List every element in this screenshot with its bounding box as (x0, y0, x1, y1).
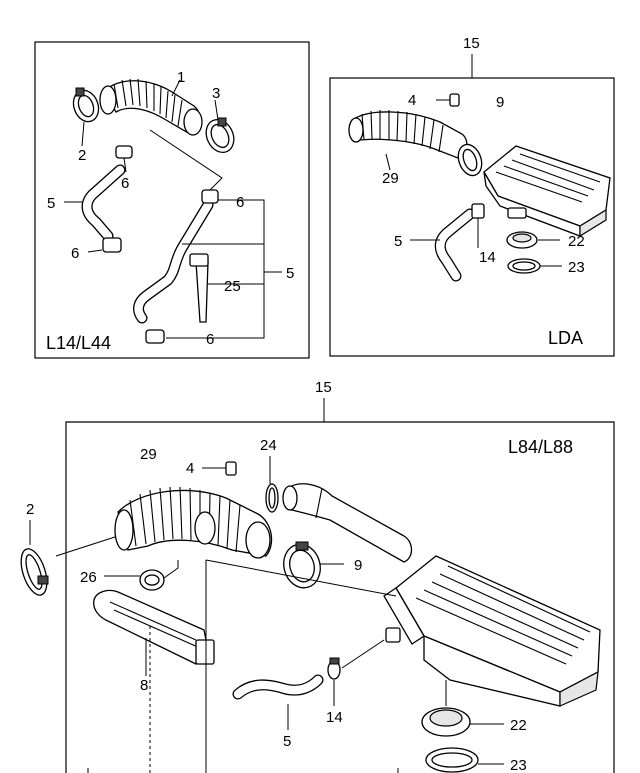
check-valve-part-14-lda (471, 203, 485, 219)
air-cleaner-housing-lda (483, 145, 611, 238)
small-hose-part-5-bottom (232, 674, 324, 700)
hose-clamp-part-24 (265, 483, 279, 513)
callout-4-lda: 4 (408, 92, 416, 109)
callout-29-bottom: 29 (140, 446, 157, 463)
intake-hose-part-1 (99, 78, 203, 136)
callout-1: 1 (177, 69, 185, 86)
panel-tag-l84-l88: L84/L88 (508, 437, 573, 457)
callout-5-bottom: 5 (283, 733, 291, 750)
intake-hose-part-29-bottom (114, 486, 273, 559)
seal-ring-part-22-bottom (421, 707, 471, 737)
callout-6c: 6 (236, 194, 244, 211)
bolt-part-4-lda (436, 93, 460, 107)
callout-29-lda: 29 (382, 170, 399, 187)
callout-25: 25 (224, 278, 241, 295)
panel-tag-l14-l44: L14/L44 (46, 333, 111, 353)
callout-26: 26 (80, 569, 97, 586)
callout-24: 24 (260, 437, 277, 454)
clamp-ring-part-23-lda (507, 258, 541, 274)
hose-clamp-part-26 (139, 569, 165, 591)
clip-part-6d (145, 329, 165, 344)
callout-3: 3 (212, 85, 220, 102)
callout-5-lda: 5 (394, 233, 402, 250)
panel-l84-l88: L84/L88 15 (20, 379, 615, 773)
clip-part-6c (201, 189, 219, 204)
callout-9-lda: 9 (496, 94, 504, 111)
panel-frame-l84-l88 (65, 421, 615, 773)
hose-clamp-part-9-bottom (283, 541, 321, 589)
clamp-ring-part-23-bottom (425, 747, 479, 773)
hose-clamp-part-2-bottom (20, 548, 49, 596)
callout-23-bottom: 23 (510, 757, 527, 773)
panel-frame-l14-l44 (34, 41, 310, 359)
bolt-part-4-bottom (202, 461, 237, 476)
callout-15-top: 15 (463, 35, 480, 52)
panel-lda: LDA 15 (329, 35, 615, 357)
panel-l14-l44: L14/L44 (34, 41, 310, 359)
resonator-pipe (282, 483, 413, 563)
clip-part-6a (115, 145, 133, 159)
callout-23-lda: 23 (568, 259, 585, 276)
callout-22-bottom: 22 (510, 717, 527, 734)
hose-clamp-part-3 (205, 117, 235, 154)
callout-4-bottom: 4 (186, 460, 194, 477)
callout-2: 2 (78, 147, 86, 164)
panel-tag-lda: LDA (548, 328, 583, 348)
seal-ring-part-22-lda (506, 231, 538, 249)
callout-5a: 5 (47, 195, 55, 212)
hose-clamp-part-9-lda (457, 143, 483, 177)
callout-9-bottom: 9 (354, 557, 362, 574)
small-hose-part-5a (81, 164, 126, 242)
hose-clamp-part-2 (72, 87, 100, 123)
callout-14-bottom: 14 (326, 709, 343, 726)
callout-22-lda: 22 (568, 233, 585, 250)
small-hose-part-5b (133, 199, 214, 324)
check-valve-part-14-bottom (327, 657, 341, 680)
callout-15-bottom: 15 (315, 379, 332, 396)
callout-14-lda: 14 (479, 249, 496, 266)
callout-5b: 5 (286, 265, 294, 282)
callout-6d: 6 (206, 331, 214, 348)
callout-6a: 6 (121, 175, 129, 192)
air-cleaner-housing-bottom (383, 555, 601, 707)
cable-strap-part-25 (189, 253, 209, 323)
air-duct-part-8 (93, 589, 215, 665)
callout-2-bottom: 2 (26, 501, 34, 518)
callout-6b: 6 (71, 245, 79, 262)
callout-8: 8 (140, 677, 148, 694)
intake-hose-part-29-lda (348, 110, 468, 159)
clip-part-6b (102, 237, 122, 253)
small-hose-part-5-lda (434, 208, 476, 282)
